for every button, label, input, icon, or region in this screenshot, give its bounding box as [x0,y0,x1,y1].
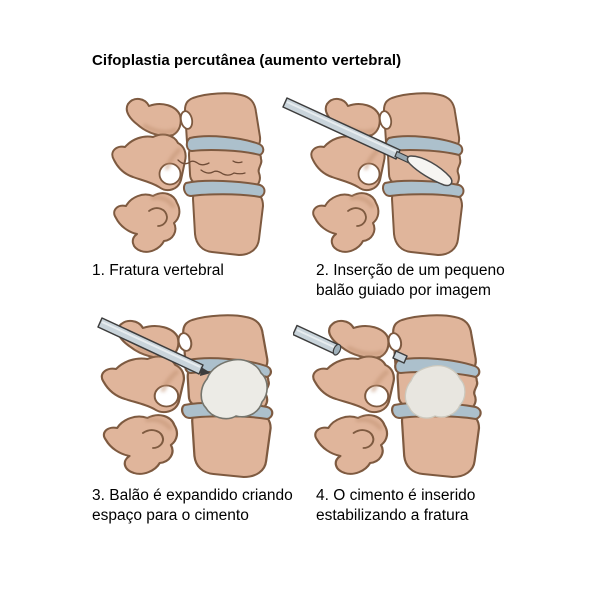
diagram-title: Cifoplastia percutânea (aumento vertebra… [92,52,402,69]
cannula [282,97,413,165]
panel-2-balloon-insertion-illustration [282,88,510,260]
step-2-caption: 2. Inserção de um pequeno balão guiado p… [316,261,505,301]
step-3-line-2: espaço para o cimento [92,507,249,524]
step-3-caption: 3. Balão é expandido criando espaço para… [92,486,293,526]
cannula [97,317,211,376]
step-4-caption: 4. O cimento é inserido estabilizando a … [316,486,475,526]
step-1-caption: 1. Fratura vertebral [92,261,224,281]
step-4-line-2: estabilizando a fratura [316,507,469,524]
step-2-line-1: 2. Inserção de um pequeno [316,262,505,279]
step-4-line-1: 4. O cimento é inserido [316,487,476,504]
withdrawn-cannula [293,324,408,364]
step-1-line-1: 1. Fratura vertebral [92,262,224,279]
panel-1-fractured-vertebra-illustration [85,90,285,260]
step-2-line-2: balão guiado por imagem [316,282,491,299]
fracture-lines [177,159,246,176]
expanded-balloon [200,358,268,420]
deflated-balloon [406,155,453,187]
step-3-line-1: 3. Balão é expandido criando [92,487,293,504]
bone-cement [404,364,466,419]
panel-3-balloon-expanded-illustration [97,310,300,482]
panel-4-cement-injected-illustration [293,312,510,482]
